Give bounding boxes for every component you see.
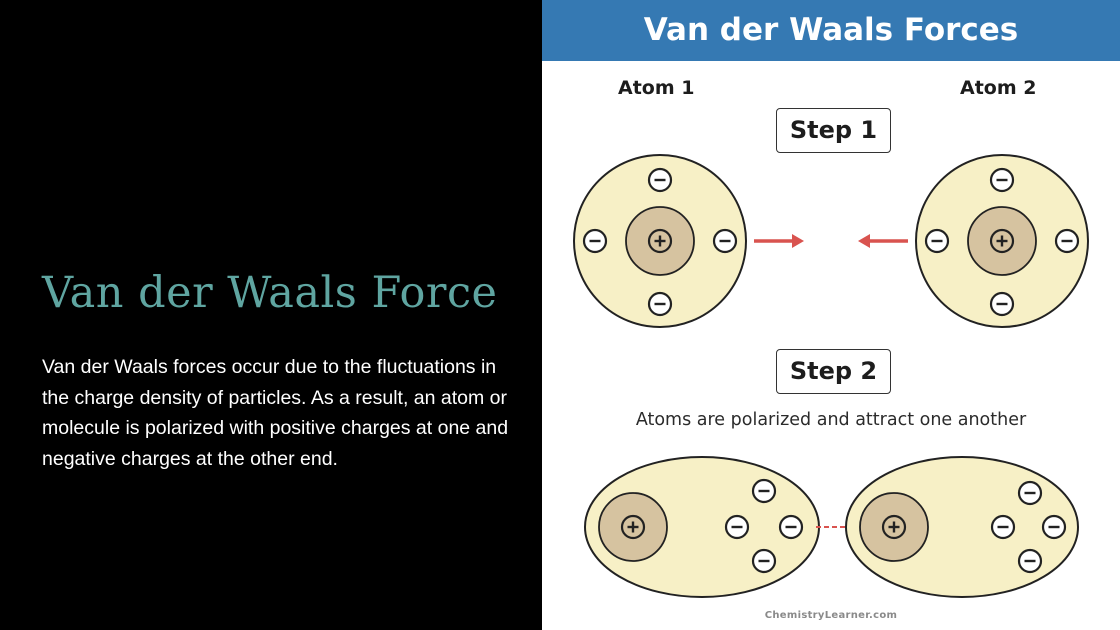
diagram-title: Van der Waals Forces: [643, 12, 1019, 48]
atom-1-step-1: [573, 154, 747, 328]
atom-1-label: Atom 1: [618, 77, 695, 99]
negative-charge-icon: [712, 228, 738, 254]
text-panel: Van der Waals Force Van der Waals forces…: [0, 0, 542, 630]
negative-charge-icon: [989, 167, 1015, 193]
negative-charge-icon: [1054, 228, 1080, 254]
diagram-banner: Van der Waals Forces: [542, 0, 1120, 61]
negative-charge-icon: [647, 167, 673, 193]
negative-charge-icon: [1017, 548, 1043, 574]
negative-charge-icon: [1017, 480, 1043, 506]
negative-charge-icon: [778, 514, 804, 540]
step-2-label: Step 2: [776, 349, 891, 394]
arrow-right-icon: [754, 234, 804, 248]
van-der-waals-diagram: [573, 154, 1089, 598]
negative-charge-icon: [989, 291, 1015, 317]
atom-2-label: Atom 2: [960, 77, 1037, 99]
polarized-atom-2: [845, 456, 1079, 598]
negative-charge-icon: [647, 291, 673, 317]
slide-title: Van der Waals Force: [42, 268, 498, 318]
negative-charge-icon: [924, 228, 950, 254]
negative-charge-icon: [724, 514, 750, 540]
step-1-label: Step 1: [776, 108, 891, 153]
arrow-left-icon: [858, 234, 908, 248]
negative-charge-icon: [1041, 514, 1067, 540]
source-credit: ChemistryLearner.com: [764, 610, 898, 621]
atom-2-step-1: [915, 154, 1089, 328]
negative-charge-icon: [751, 548, 777, 574]
diagram-panel: Van der Waals Forces Atom 1 Atom 2: [542, 0, 1120, 630]
negative-charge-icon: [751, 478, 777, 504]
slide-body: Van der Waals forces occur due to the fl…: [42, 356, 509, 470]
step-2-caption: Atoms are polarized and attract one anot…: [635, 410, 1027, 430]
negative-charge-icon: [582, 228, 608, 254]
negative-charge-icon: [990, 514, 1016, 540]
polarized-atom-1: [584, 456, 820, 598]
